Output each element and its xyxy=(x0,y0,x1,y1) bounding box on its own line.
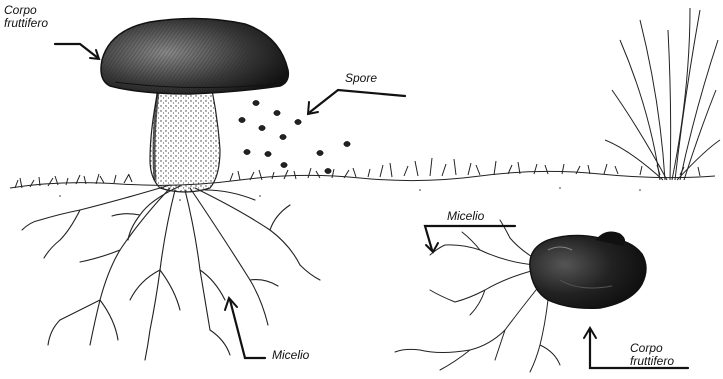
label-line: fruttifero xyxy=(630,355,674,368)
mycelium-right-roots xyxy=(395,220,560,372)
ground-grass xyxy=(10,158,715,201)
mushroom-stem xyxy=(150,90,220,192)
mycelium-left-roots xyxy=(22,185,320,360)
label-mycelium-left: Micelio xyxy=(272,349,309,362)
mushroom-cap xyxy=(101,18,288,94)
tall-grass xyxy=(605,8,720,180)
label-mycelium-right: Micelio xyxy=(447,210,484,223)
label-line: fruttifero xyxy=(4,17,48,30)
label-spores: Spore xyxy=(345,72,377,85)
label-fruiting-body-bottom: Corpo fruttifero xyxy=(630,342,674,368)
spores xyxy=(239,100,350,173)
truffle-fruiting-body xyxy=(530,232,646,308)
label-fruiting-body-top: Corpo fruttifero xyxy=(4,4,48,30)
